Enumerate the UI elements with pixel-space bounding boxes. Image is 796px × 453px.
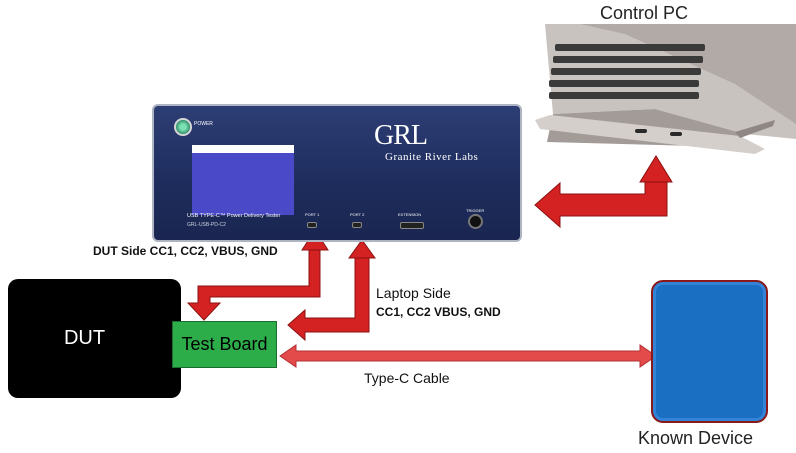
arrow-laptop-side <box>287 254 370 342</box>
known-device-label: Known Device <box>638 428 754 448</box>
test-board-box: Test Board <box>172 321 277 368</box>
control-pc-label: Control PC <box>600 3 689 23</box>
power-button-icon <box>174 118 192 136</box>
arrow-head-port2 <box>348 239 376 259</box>
type-c-cable-arrow <box>279 344 657 368</box>
laptop-side-signals-label: CC1, CC2 VBUS, GND <box>376 305 501 319</box>
port2-label: PORT 2 <box>350 212 365 217</box>
type-c-cable-label: Type-C Cable <box>364 370 450 386</box>
extension-label: EXTENSION <box>398 212 422 217</box>
port1-label: PORT 1 <box>305 212 320 217</box>
tester-screen <box>192 145 294 215</box>
known-device-box <box>651 280 768 423</box>
control-pc-laptop <box>535 24 796 154</box>
laptop-side-label: Laptop Side <box>376 285 451 301</box>
port2-slot <box>352 222 362 228</box>
grl-brand-name: Granite River Labs <box>385 151 479 163</box>
tester-part-number: GRL-USB-PD-C2 <box>187 222 226 228</box>
power-label: POWER <box>194 121 213 127</box>
extension-slot <box>400 222 424 229</box>
arrow-tester-to-pc <box>534 181 668 229</box>
grl-logo: GRL <box>374 120 428 151</box>
arrow-dut-side <box>186 239 321 321</box>
trigger-label: TRIGGER <box>466 208 485 213</box>
port1-slot <box>307 222 317 228</box>
arrow-head-pc <box>639 155 673 183</box>
dut-box: DUT <box>8 279 181 398</box>
dut-side-label: DUT Side CC1, CC2, VBUS, GND <box>93 244 278 258</box>
dut-label: DUT <box>63 327 106 349</box>
tester-model-label: USB TYPE-C™ Power Delivery Tester <box>187 213 281 219</box>
trigger-knob <box>468 214 483 229</box>
